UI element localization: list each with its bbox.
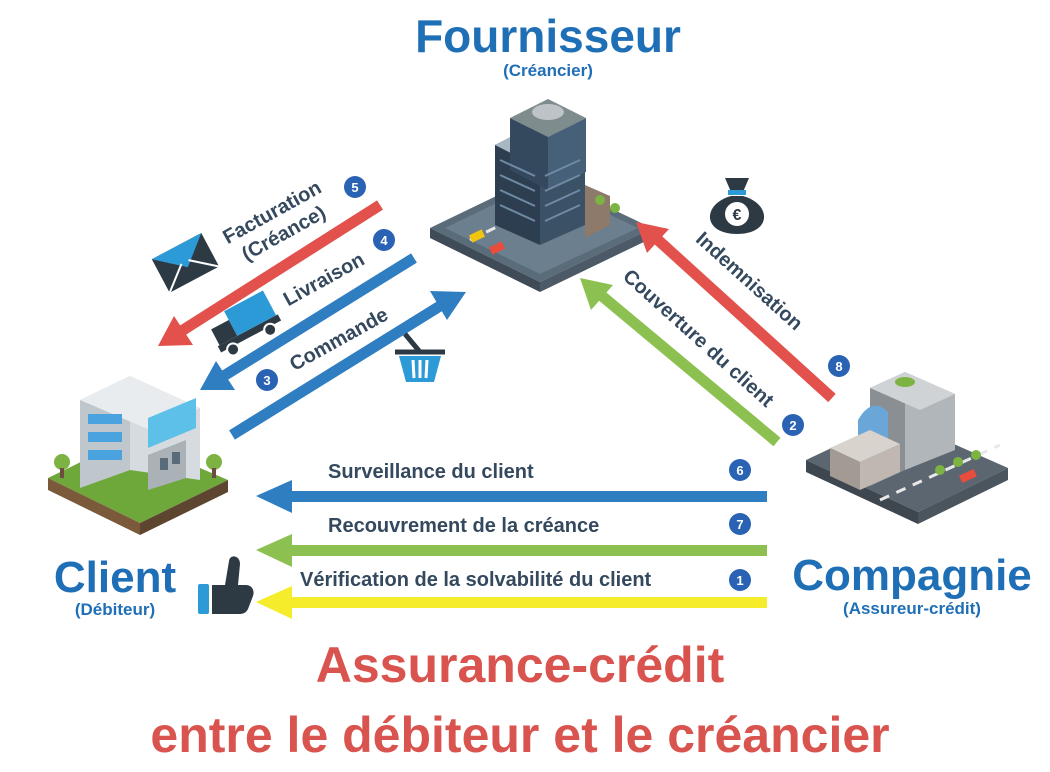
footer-subtitle: entre le débiteur et le créancier [150, 707, 889, 763]
svg-text:6: 6 [736, 463, 743, 478]
flow-arrow-livraison [200, 253, 417, 390]
client-building-icon [48, 376, 228, 535]
svg-text:2: 2 [789, 418, 796, 433]
step-badge-6: 6 [729, 459, 751, 481]
footer-title: Assurance-crédit [316, 637, 725, 693]
basket-icon [395, 332, 445, 382]
supplier-role: (Créancier) [503, 61, 593, 80]
thumbs-up-icon [198, 556, 254, 614]
flow-label-recouvrement: Recouvrement de la créance [328, 515, 599, 537]
money-bag-icon: € [709, 178, 765, 234]
client-name: Client [54, 553, 177, 602]
svg-text:7: 7 [736, 517, 743, 532]
svg-text:4: 4 [380, 233, 388, 248]
svg-text:1: 1 [736, 573, 743, 588]
step-badge-1: 1 [729, 569, 751, 591]
supplier-name: Fournisseur [415, 10, 681, 62]
flow-arrow-facturation [158, 200, 383, 346]
truck-icon [211, 290, 282, 357]
svg-text:5: 5 [351, 180, 358, 195]
step-badge-8: 8 [828, 355, 850, 377]
svg-text:3: 3 [263, 373, 270, 388]
step-badge-5: 5 [344, 176, 366, 198]
flow-arrow-verification [256, 586, 767, 619]
flow-arrow-recouvrement [256, 534, 767, 567]
svg-text:€: € [733, 207, 742, 224]
step-badge-3: 3 [256, 369, 278, 391]
flow-label-verification: Vérification de la solvabilité du client [300, 569, 652, 591]
insurer-name: Compagnie [792, 551, 1032, 600]
insurer-building-icon [806, 372, 1008, 524]
flow-arrow-indemnisation [636, 222, 836, 403]
step-badge-4: 4 [373, 229, 395, 251]
svg-text:8: 8 [835, 359, 842, 374]
supplier-building-icon [430, 99, 652, 292]
flow-arrow-commande [229, 291, 466, 440]
flow-label-surveillance: Surveillance du client [328, 461, 534, 483]
envelope-icon [151, 232, 220, 294]
client-role: (Débiteur) [75, 600, 155, 619]
flow-arrow-couverture [580, 278, 781, 447]
step-badge-7: 7 [729, 513, 751, 535]
step-badge-2: 2 [782, 414, 804, 436]
insurer-role: (Assureur-crédit) [843, 599, 981, 618]
flow-arrow-surveillance [256, 480, 767, 513]
